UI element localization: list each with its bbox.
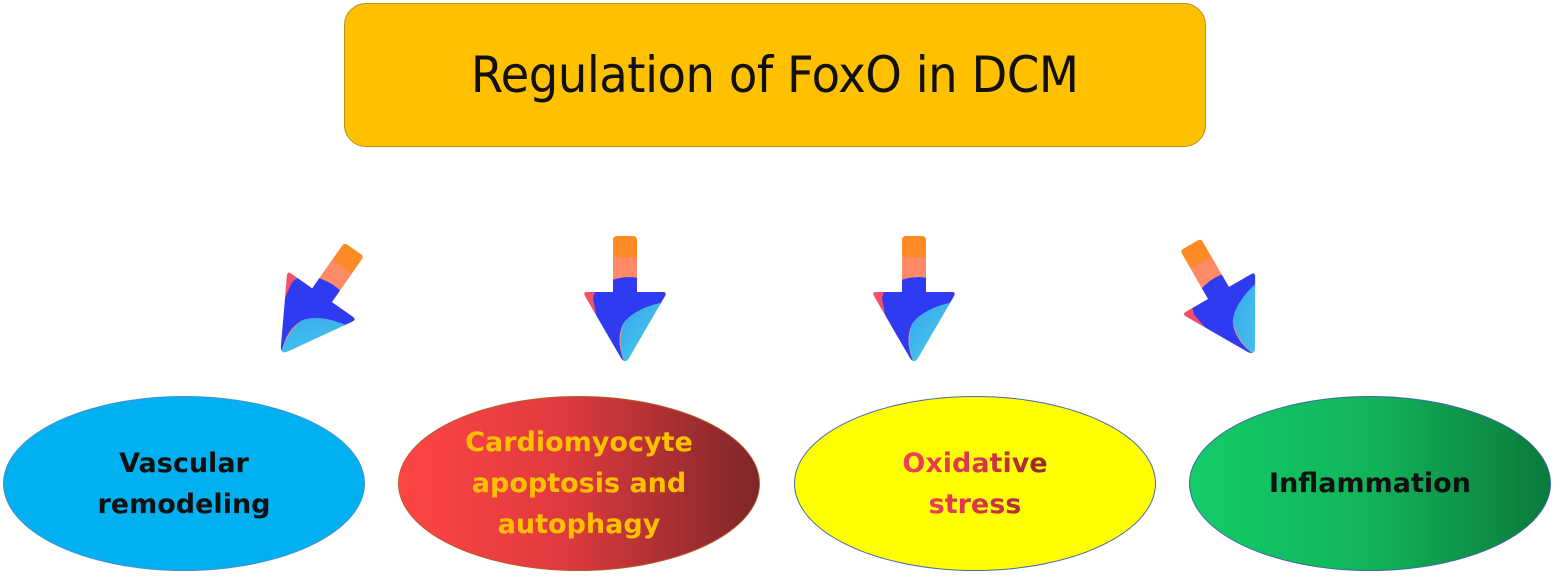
node-inflammation: Inflammation	[1189, 396, 1551, 571]
arrow-down-icon	[575, 234, 675, 364]
arrow-down-right-icon	[1172, 234, 1272, 364]
node-oxidative-stress: Oxidative stress	[794, 396, 1156, 571]
node-vascular-remodeling: Vascular remodeling	[3, 396, 365, 571]
node-label: Vascular remodeling	[97, 447, 271, 520]
node-label: Cardiomyocyte apoptosis and autophagy	[465, 427, 693, 540]
arrow-down-icon	[864, 234, 964, 364]
node-cardiomyocyte-apoptosis-autophagy: Cardiomyocyte apoptosis and autophagy	[398, 396, 760, 571]
diagram-title: Regulation of FoxO in DCM	[471, 46, 1079, 104]
title-box: Regulation of FoxO in DCM	[344, 3, 1206, 147]
arrow-down-left-icon	[268, 236, 368, 366]
node-label: Inflammation	[1269, 468, 1471, 499]
node-label: Oxidative stress	[902, 443, 1047, 525]
